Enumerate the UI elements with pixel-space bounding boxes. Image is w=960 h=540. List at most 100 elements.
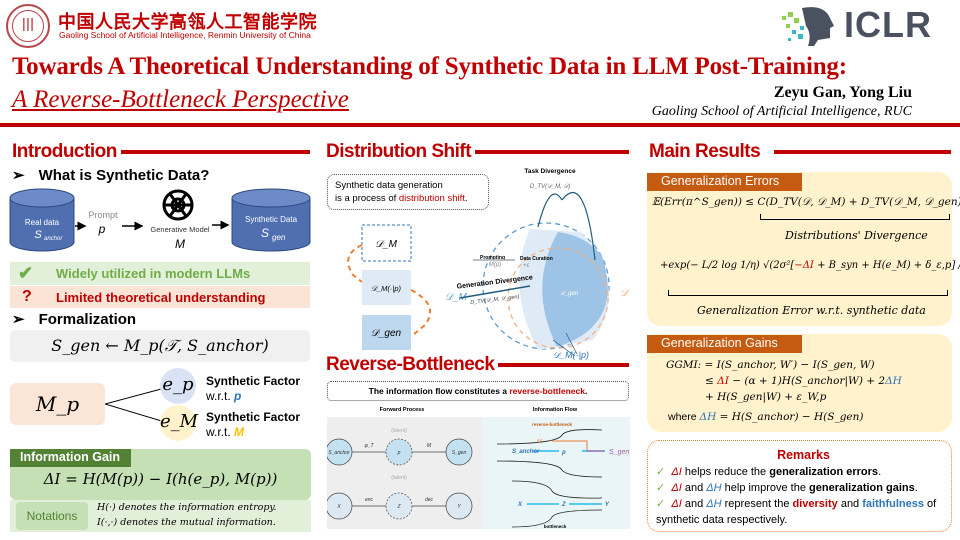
- reverse-bottleneck-label: reverse-bottleneck: [532, 422, 573, 427]
- title-line2: A Reverse-Bottleneck Perspective: [12, 86, 349, 113]
- note-text: is a process of: [335, 193, 399, 204]
- part: − (α + 1)H(S_anchor|W) + 2: [728, 375, 886, 387]
- shift-arrow-1: [347, 244, 363, 283]
- information-flow-label: Information Flow: [533, 407, 578, 413]
- formalization-formula: S_gen ← M_p(𝒯, S_anchor): [10, 330, 310, 362]
- section-main-results: Main Results: [649, 141, 951, 163]
- synthetic-data-diagram: Real data S anchor Prompt p Generative M…: [9, 188, 311, 252]
- dm-box: [361, 224, 412, 262]
- bullet-formalization: ➢Formalization: [12, 310, 136, 329]
- note-period: .: [584, 386, 588, 396]
- factor-label: Synthetic Factor: [206, 410, 301, 424]
- distribution-note-box: Synthetic data generation is a process o…: [327, 174, 489, 210]
- dm-circle-label: 𝒟_M: [445, 292, 468, 303]
- prompt-symbol: p: [98, 222, 106, 236]
- node-sgen-label: S_gen: [452, 450, 467, 456]
- edge-dec-label: dec: [425, 497, 434, 503]
- bullet-text: What is Synthetic Data?: [38, 166, 210, 184]
- wrt-m: M: [234, 425, 245, 439]
- dgen-label: 𝒟_gen: [371, 328, 402, 339]
- section-line: [774, 150, 951, 154]
- info-gain-tab: Information Gain: [10, 449, 131, 467]
- error-bound-line1: 𝔼(Err(π^S_gen)) ≤ C(D_TV(𝒟, 𝒟_M) + D_TV(…: [652, 196, 960, 208]
- part: where: [668, 411, 700, 423]
- node-x-label: X: [336, 504, 341, 510]
- question-icon: ?: [22, 288, 32, 305]
- factor-p: Synthetic Factor w.r.t. p: [206, 374, 300, 404]
- flow-p-label: p: [561, 450, 566, 456]
- flow-sgen-label: S_gen: [609, 449, 629, 456]
- distribution-shift-diagram: 𝒟_M 𝒟_M(·|p) 𝒟_gen Task Divergence D_TV(…: [347, 168, 630, 360]
- note-highlight: distribution shift: [398, 193, 465, 204]
- section-title: Introduction: [12, 141, 117, 162]
- check-icon: ✓: [656, 498, 666, 510]
- check-icon: ✓: [656, 482, 666, 494]
- error-bound-line2: +exp(− L/2 log 1/η) √(2σ²[−ΔI + B_syn + …: [660, 260, 960, 271]
- notations-label: Notations: [16, 502, 88, 530]
- diversity: diversity: [792, 498, 838, 510]
- d-circle: [507, 247, 609, 349]
- university-name-cn: 中国人民大学高瓴人工智能学院: [58, 12, 317, 32]
- synthetic-data-label: Synthetic Data: [245, 215, 298, 224]
- delta-i: ΔI: [671, 482, 682, 494]
- section-line: [498, 363, 629, 367]
- text: .: [878, 466, 882, 478]
- remark-3: ✓ ΔI and ΔH represent the diversity and …: [656, 496, 951, 528]
- dmp-box: [362, 270, 411, 305]
- delta-h: ΔH: [885, 375, 902, 387]
- latent-label: (latent): [391, 428, 407, 434]
- flow-sanchor-label: S_anchor: [512, 449, 540, 455]
- bottleneck-label: bottleneck: [544, 524, 567, 529]
- remarks-title: Remarks: [777, 448, 830, 462]
- text: .: [914, 482, 918, 494]
- mp-box: M_p: [10, 383, 105, 425]
- dgen-region-label: 𝒟_gen: [560, 290, 579, 297]
- factor-label: Synthetic Factor: [206, 374, 301, 388]
- remark-1: ✓ ΔI helps reduce the generalization err…: [656, 464, 951, 480]
- real-data-symbol: S: [34, 229, 42, 241]
- task-divergence-label: Task Divergence: [524, 168, 576, 175]
- line2-part: +exp(− L/2 log 1/η) √(2σ²[: [660, 260, 795, 271]
- flow-y-label: Y: [605, 502, 610, 508]
- section-line: [475, 150, 629, 154]
- check-icon: ✓: [656, 466, 666, 478]
- arrow-bullet-icon: ➢: [12, 311, 25, 328]
- node-y-label: Y: [457, 504, 461, 510]
- section-line: [120, 150, 310, 154]
- iclr-logo-icon: [778, 4, 838, 47]
- forward-process-label: Forward Process: [380, 407, 425, 413]
- check-icon: ✔: [18, 263, 34, 283]
- flow-panel: [482, 417, 630, 529]
- edge-m-label: M: [427, 443, 432, 449]
- ggmi-line1: GGMI: = I(S_anchor, W′) − I(S_gen, W): [666, 359, 875, 371]
- iclr-logo-text: ICLR: [844, 4, 932, 45]
- ggmi-line2: ≤ ΔI − (α + 1)H(S_anchor|W) + 2ΔH: [705, 375, 902, 387]
- em-circle: e_M: [160, 405, 198, 441]
- note-period: .: [464, 193, 468, 204]
- section-reverse-bottleneck: Reverse-Bottleneck: [326, 354, 629, 376]
- faithfulness: faithfulness: [862, 498, 924, 510]
- flow-x-label: X: [517, 502, 523, 508]
- dgen-box: [362, 315, 411, 350]
- funnel-lines: [496, 429, 603, 528]
- flow-m-label: M: [537, 439, 542, 445]
- text: and: [681, 498, 707, 510]
- text: represent the: [721, 498, 793, 510]
- con-banner: ? Limited theoretical understanding: [10, 286, 310, 308]
- bottleneck-note-box: The information flow constitutes a rever…: [327, 381, 629, 401]
- text: help improve the: [721, 482, 810, 494]
- pro-text: Widely utilized in modern LLMs: [56, 266, 251, 281]
- affiliation: Gaoling School of Artificial Intelligenc…: [651, 104, 912, 119]
- edges: [352, 451, 446, 507]
- task-divergence-arc: [561, 191, 596, 261]
- brace-1: [760, 214, 950, 220]
- section-distribution-shift: Distribution Shift: [326, 141, 629, 163]
- info-gain-formula: ΔI = H(M(p)) − I(h(e_p), M(p)): [43, 470, 278, 488]
- delta-h: ΔH: [706, 482, 722, 494]
- openai-logo-icon: [162, 189, 194, 221]
- section-title: Distribution Shift: [326, 141, 472, 162]
- synthetic-data-cylinder: [231, 188, 311, 252]
- section-title: Reverse-Bottleneck: [326, 354, 495, 375]
- generalization-errors-tab: Generalization Errors: [647, 173, 802, 191]
- text: and: [681, 482, 707, 494]
